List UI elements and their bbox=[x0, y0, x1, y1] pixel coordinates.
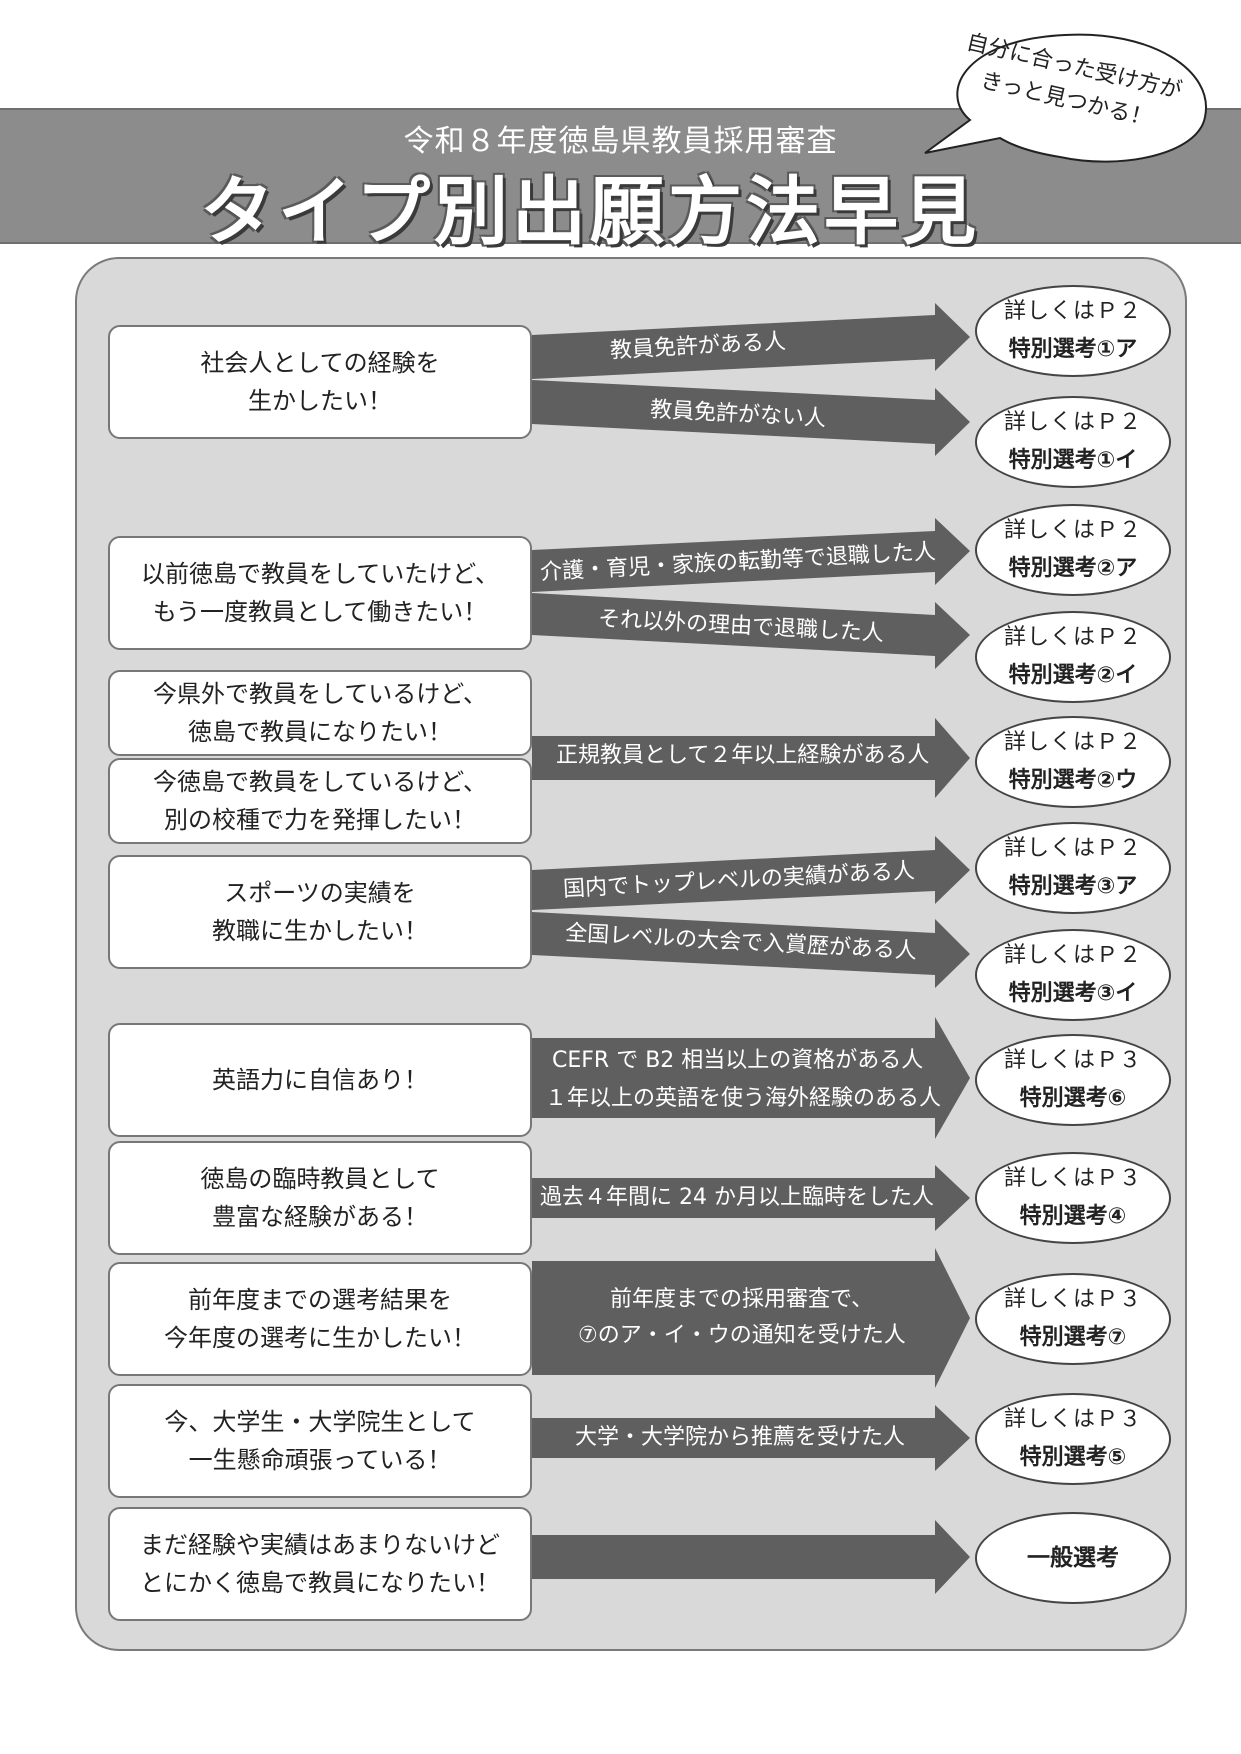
arrow-5 bbox=[532, 1017, 970, 1139]
situation-box: 社会人としての経験を 生かしたい！ bbox=[108, 325, 532, 439]
destination-selection: 特別選考③ア bbox=[1008, 874, 1138, 899]
destination-selection: 特別選考②ア bbox=[1008, 556, 1138, 581]
situation-box: 今県外で教員をしているけど、 徳島で教員になりたい！ bbox=[108, 670, 532, 756]
arrow-label: １年以上の英語を使う海外経験のある人 bbox=[545, 1086, 942, 1111]
arrow-label: 正規教員として２年以上経験がある人 bbox=[556, 743, 930, 768]
destination-oval: 詳しくはＰ２ 特別選考②ウ bbox=[975, 716, 1171, 808]
situation-box: 徳島の臨時教員として 豊富な経験がある！ bbox=[108, 1141, 532, 1255]
destination-oval: 詳しくはＰ２ 特別選考③イ bbox=[975, 929, 1171, 1021]
destination-ref: 詳しくはＰ３ bbox=[1003, 1407, 1142, 1432]
situation-box: 英語力に自信あり！ bbox=[108, 1023, 532, 1137]
arrow-label: 大学・大学院から推薦を受けた人 bbox=[575, 1425, 906, 1450]
destination-selection: 特別選考①イ bbox=[1008, 448, 1138, 473]
arrow-1a bbox=[532, 303, 970, 379]
arrow-1b bbox=[532, 380, 970, 456]
destination-oval: 詳しくはＰ３ 特別選考⑤ bbox=[975, 1393, 1171, 1485]
destination-ref: 詳しくはＰ２ bbox=[1003, 730, 1142, 755]
destination-oval: 詳しくはＰ２ 特別選考①ア bbox=[975, 285, 1171, 377]
arrow-9 bbox=[532, 1520, 970, 1594]
arrow-7 bbox=[532, 1248, 970, 1388]
destination-ref: 詳しくはＰ３ bbox=[1003, 1048, 1142, 1073]
situation-box: 今、大学生・大学院生として 一生懸命頑張っている！ bbox=[108, 1384, 532, 1498]
destination-selection: 一般選考 bbox=[1027, 1545, 1119, 1571]
arrow-2b bbox=[532, 593, 970, 669]
destination-selection: 特別選考②イ bbox=[1008, 663, 1138, 688]
destination-oval: 詳しくはＰ３ 特別選考⑦ bbox=[975, 1273, 1171, 1365]
destination-oval: 詳しくはＰ２ 特別選考②ア bbox=[975, 504, 1171, 596]
situation-box: 以前徳島で教員をしていたけど、 もう一度教員として働きたい！ bbox=[108, 536, 532, 650]
situation-box: 今徳島で教員をしているけど、 別の校種で力を発揮したい！ bbox=[108, 758, 532, 844]
destination-selection: 特別選考③イ bbox=[1008, 981, 1138, 1006]
destination-ref: 詳しくはＰ３ bbox=[1003, 1287, 1142, 1312]
destination-oval: 詳しくはＰ２ 特別選考①イ bbox=[975, 396, 1171, 488]
destination-selection: 特別選考②ウ bbox=[1008, 768, 1138, 793]
arrow-2a bbox=[532, 518, 970, 592]
destination-selection: 特別選考①ア bbox=[1008, 337, 1138, 362]
destination-selection: 特別選考④ bbox=[1019, 1204, 1127, 1229]
destination-selection: 特別選考⑥ bbox=[1019, 1086, 1127, 1111]
page-subtitle: 令和８年度徳島県教員採用審査 bbox=[403, 124, 838, 159]
destination-oval: 一般選考 bbox=[975, 1512, 1171, 1604]
situation-box: まだ経験や実績はあまりないけど とにかく徳島で教員になりたい！ bbox=[108, 1507, 532, 1621]
arrow-label: 過去４年間に 24 か月以上臨時をした人 bbox=[540, 1185, 934, 1210]
destination-ref: 詳しくはＰ２ bbox=[1003, 625, 1142, 650]
destination-ref: 詳しくはＰ２ bbox=[1003, 518, 1142, 543]
speech-bubble bbox=[924, 33, 1208, 163]
destination-selection: 特別選考⑤ bbox=[1019, 1445, 1127, 1470]
situation-box: スポーツの実績を 教職に生かしたい！ bbox=[108, 855, 532, 969]
destination-oval: 詳しくはＰ２ 特別選考②イ bbox=[975, 611, 1171, 703]
arrow-6 bbox=[532, 1165, 970, 1231]
destination-oval: 詳しくはＰ２ 特別選考③ア bbox=[975, 822, 1171, 914]
arrow-4b bbox=[532, 912, 970, 988]
destination-oval: 詳しくはＰ３ 特別選考④ bbox=[975, 1152, 1171, 1244]
arrow-label: 前年度までの採用審査で、 bbox=[610, 1287, 874, 1312]
destination-selection: 特別選考⑦ bbox=[1019, 1325, 1127, 1350]
destination-ref: 詳しくはＰ２ bbox=[1003, 836, 1142, 861]
destination-oval: 詳しくはＰ３ 特別選考⑥ bbox=[975, 1034, 1171, 1126]
arrow-label: ⑦のア・イ・ウの通知を受けた人 bbox=[578, 1323, 906, 1348]
destination-ref: 詳しくはＰ２ bbox=[1003, 410, 1142, 435]
arrow-4a bbox=[532, 836, 970, 910]
destination-ref: 詳しくはＰ２ bbox=[1003, 299, 1142, 324]
arrow-label: CEFR で B2 相当以上の資格がある人 bbox=[552, 1048, 924, 1073]
destination-ref: 詳しくはＰ３ bbox=[1003, 1166, 1142, 1191]
situation-box: 前年度までの選考結果を 今年度の選考に生かしたい！ bbox=[108, 1262, 532, 1376]
arrow-8 bbox=[532, 1405, 970, 1471]
destination-ref: 詳しくはＰ２ bbox=[1003, 943, 1142, 968]
arrow-3 bbox=[532, 718, 970, 798]
